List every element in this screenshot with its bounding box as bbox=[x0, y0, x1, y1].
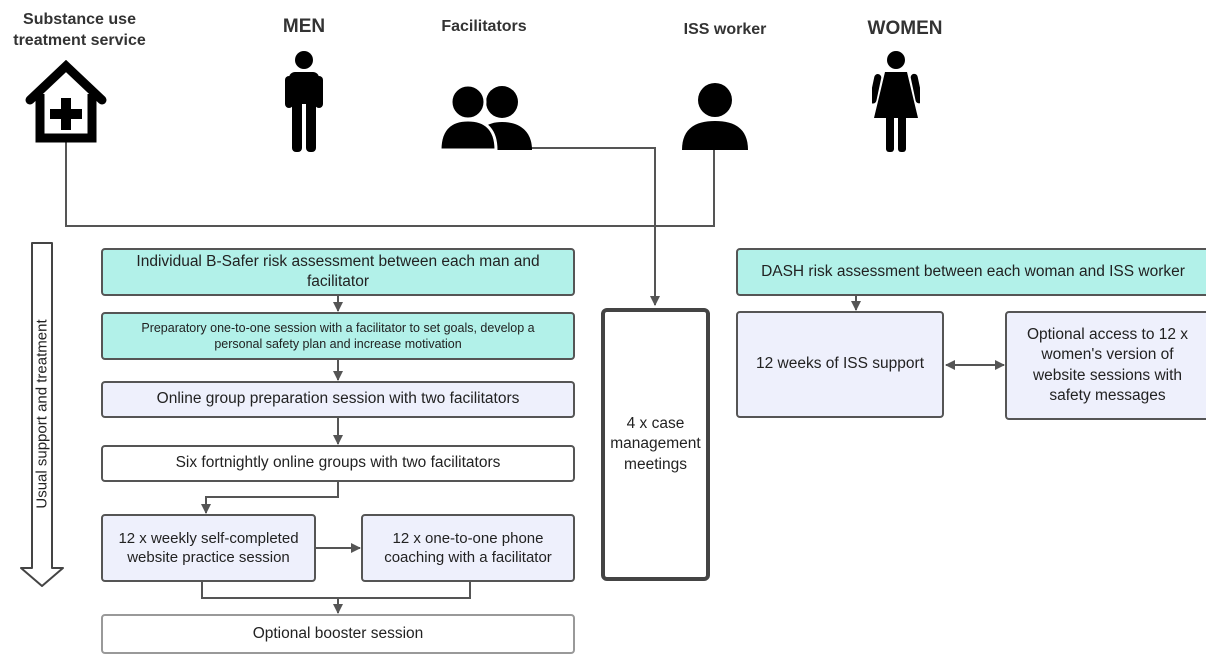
header-men: MEN bbox=[282, 16, 326, 37]
header-women: WOMEN bbox=[867, 18, 943, 39]
booster-session-box: Optional booster session bbox=[101, 614, 575, 654]
case-management-box: 4 x case management meetings bbox=[601, 308, 710, 581]
header-iss-worker: ISS worker bbox=[683, 21, 767, 38]
optional-access-box: Optional access to 12 x women's version … bbox=[1005, 311, 1206, 420]
bsafer-assessment-box: Individual B-Safer risk assessment betwe… bbox=[101, 248, 575, 296]
iss-support-box: 12 weeks of ISS support bbox=[736, 311, 944, 418]
header-substance: Substance use treatment service bbox=[13, 11, 146, 49]
header-facilitators: Facilitators bbox=[441, 18, 527, 35]
group-preparation-box: Online group preparation session with tw… bbox=[101, 381, 575, 418]
man-icon bbox=[285, 51, 323, 152]
connector-facilitators bbox=[530, 147, 660, 306]
weekly-self-completed-box: 12 x weekly self-completed website pract… bbox=[101, 514, 316, 582]
six-online-groups-box: Six fortnightly online groups with two f… bbox=[101, 445, 575, 482]
connector-house bbox=[65, 140, 715, 227]
merge-to-booster bbox=[201, 582, 471, 599]
woman-icon bbox=[872, 51, 920, 152]
dash-assessment-box: DASH risk assessment between each woman … bbox=[736, 248, 1206, 296]
usual-support-arrow bbox=[20, 242, 64, 587]
house-plus-icon bbox=[25, 60, 107, 143]
arrow-six-weekly bbox=[201, 482, 339, 514]
phone-coaching-box: 12 x one-to-one phone coaching with a fa… bbox=[361, 514, 575, 582]
preparatory-session-box: Preparatory one-to-one session with a fa… bbox=[101, 312, 575, 360]
two-people-icon bbox=[440, 84, 532, 150]
person-icon bbox=[682, 83, 748, 150]
